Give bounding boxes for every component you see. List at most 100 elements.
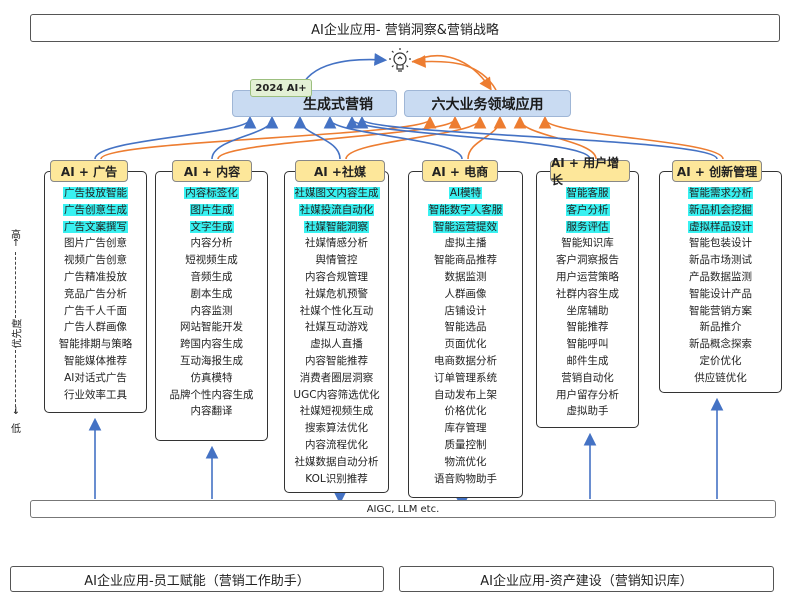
highlighted-item-text: 内容标签化 <box>184 187 239 199</box>
column-item: 自动发布上架 <box>409 387 522 404</box>
item-text: 订单管理系统 <box>434 371 497 384</box>
aigc-foundation-bar: AIGC, LLM etc. <box>30 500 776 518</box>
axis-line-bottom <box>15 350 16 412</box>
column-item: 社媒危机预警 <box>285 286 388 303</box>
item-text: 电商数据分析 <box>434 354 497 367</box>
column-item: 智能需求分析 <box>660 185 781 202</box>
column-item: 智能设计产品 <box>660 286 781 303</box>
column-item: 广告创意生成 <box>45 202 146 219</box>
column-list: 广告投放智能广告创意生成广告文案撰写图片广告创意视频广告创意广告精准投放竞品广告… <box>44 171 147 413</box>
column-item: 智能数字人客服 <box>409 202 522 219</box>
item-text: 坐席辅助 <box>566 304 609 317</box>
column-item: 广告投放智能 <box>45 185 146 202</box>
column-item: 邮件生成 <box>537 353 638 370</box>
column-item: 消费者圈层洞察 <box>285 370 388 387</box>
item-text: 社媒危机预警 <box>305 287 368 300</box>
arrow-column-to-six <box>467 115 507 160</box>
item-text: 营销自动化 <box>561 371 614 384</box>
item-text: 智能呼叫 <box>566 338 609 351</box>
column-item: 互动海报生成 <box>156 353 267 370</box>
column-item: 跨国内容生成 <box>156 336 267 353</box>
column-item: 质量控制 <box>409 437 522 454</box>
column-item: 社群内容生成 <box>537 286 638 303</box>
column-item: 剧本生成 <box>156 286 267 303</box>
highlighted-item-text: 服务评估 <box>565 220 610 233</box>
highlighted-item-text: 虚拟样品设计 <box>688 220 753 233</box>
axis-line-top <box>15 252 16 318</box>
item-text: 行业效率工具 <box>64 388 127 401</box>
column-item: 社媒个性化互动 <box>285 303 388 320</box>
item-text: 舆情管控 <box>315 254 358 267</box>
item-text: 用户留存分析 <box>556 388 619 401</box>
highlighted-item-text: 图片生成 <box>189 203 234 216</box>
highlighted-item-text: 新品机会挖掘 <box>688 203 753 216</box>
column-item: 虚拟主播 <box>409 235 522 252</box>
generative-marketing-box: 生成式营销 <box>232 90 397 117</box>
arrow-column-to-six <box>513 115 597 160</box>
column-item: 用户留存分析 <box>537 387 638 404</box>
item-text: 物流优化 <box>444 455 487 468</box>
column-item: AI模特 <box>409 185 522 202</box>
item-text: 新品概念探索 <box>689 338 752 351</box>
column-item: 社媒短视频生成 <box>285 403 388 420</box>
arrow-column-to-gen <box>293 115 341 160</box>
column-item: 页面优化 <box>409 336 522 353</box>
highlighted-item-text: 社媒投流自动化 <box>298 203 375 216</box>
column-item: 社媒情感分析 <box>285 235 388 252</box>
item-text: 自动发布上架 <box>434 388 497 401</box>
highlighted-item-text: 广告创意生成 <box>63 203 128 216</box>
column-item: 智能媒体推荐 <box>45 353 146 370</box>
highlighted-item-text: 文字生成 <box>189 220 234 233</box>
item-text: 虚拟人直播 <box>310 338 363 351</box>
arrow-column-to-six <box>100 115 437 160</box>
column-item: 价格优化 <box>409 403 522 420</box>
arrow-column-to-gen <box>94 115 257 160</box>
item-text: 内容智能推荐 <box>305 354 368 367</box>
highlighted-item-text: 社媒智能洞察 <box>304 220 369 233</box>
column-item: 社媒互动游戏 <box>285 319 388 336</box>
item-text: 广告精准投放 <box>64 270 127 283</box>
item-text: 智能设计产品 <box>689 287 752 300</box>
item-text: 虚拟助手 <box>566 405 609 418</box>
column-item: 虚拟助手 <box>537 403 638 420</box>
item-text: 品牌个性内容生成 <box>169 388 254 401</box>
arrow-gen-to-bulb <box>299 53 388 91</box>
highlighted-item-text: 智能数字人客服 <box>427 203 504 216</box>
item-text: 广告人群画像 <box>64 321 127 334</box>
item-text: 智能商品推荐 <box>434 254 497 267</box>
item-text: 质量控制 <box>444 438 487 451</box>
highlighted-item-text: 社媒图文内容生成 <box>293 187 380 199</box>
year-tag: 2024 AI+ <box>250 79 312 97</box>
footer-asset-building: AI企业应用-资产建设（营销知识库） <box>399 566 774 592</box>
column-item: 智能包装设计 <box>660 235 781 252</box>
item-text: 互动海报生成 <box>180 354 243 367</box>
priority-axis: 高 ↑ 优先度 ↓ 低 <box>6 226 26 436</box>
column-item: 仿真模特 <box>156 370 267 387</box>
item-text: 供应链优化 <box>694 371 747 384</box>
highlighted-item-text: AI模特 <box>448 187 483 199</box>
item-text: AI对话式广告 <box>64 371 127 384</box>
highlighted-item-text: 智能客服 <box>565 187 610 199</box>
item-text: 定价优化 <box>699 354 742 367</box>
item-text: 智能包装设计 <box>689 237 752 250</box>
column-list: 内容标签化图片生成文字生成内容分析短视频生成音频生成剧本生成内容监测网站智能开发… <box>155 171 268 441</box>
column-item: 广告人群画像 <box>45 319 146 336</box>
column-item: 语音购物助手 <box>409 471 522 488</box>
column-item: UGC内容筛选优化 <box>285 387 388 404</box>
column-item: 虚拟样品设计 <box>660 219 781 236</box>
item-text: 内容翻译 <box>190 405 233 418</box>
highlighted-item-text: 智能需求分析 <box>688 187 753 199</box>
item-text: 人群画像 <box>444 287 487 300</box>
column-item: 行业效率工具 <box>45 387 146 404</box>
item-text: 跨国内容生成 <box>180 338 243 351</box>
column-item: 内容标签化 <box>156 185 267 202</box>
axis-arrow-down: ↓ <box>11 406 21 417</box>
item-text: 虚拟主播 <box>444 237 487 250</box>
column-item: 视频广告创意 <box>45 252 146 269</box>
column-item: 服务评估 <box>537 219 638 236</box>
arrow-column-to-gen <box>323 115 463 160</box>
column-item: 智能推荐 <box>537 319 638 336</box>
item-text: 数据监测 <box>444 270 487 283</box>
column-item: 新品机会挖掘 <box>660 202 781 219</box>
column-item: 智能客服 <box>537 185 638 202</box>
